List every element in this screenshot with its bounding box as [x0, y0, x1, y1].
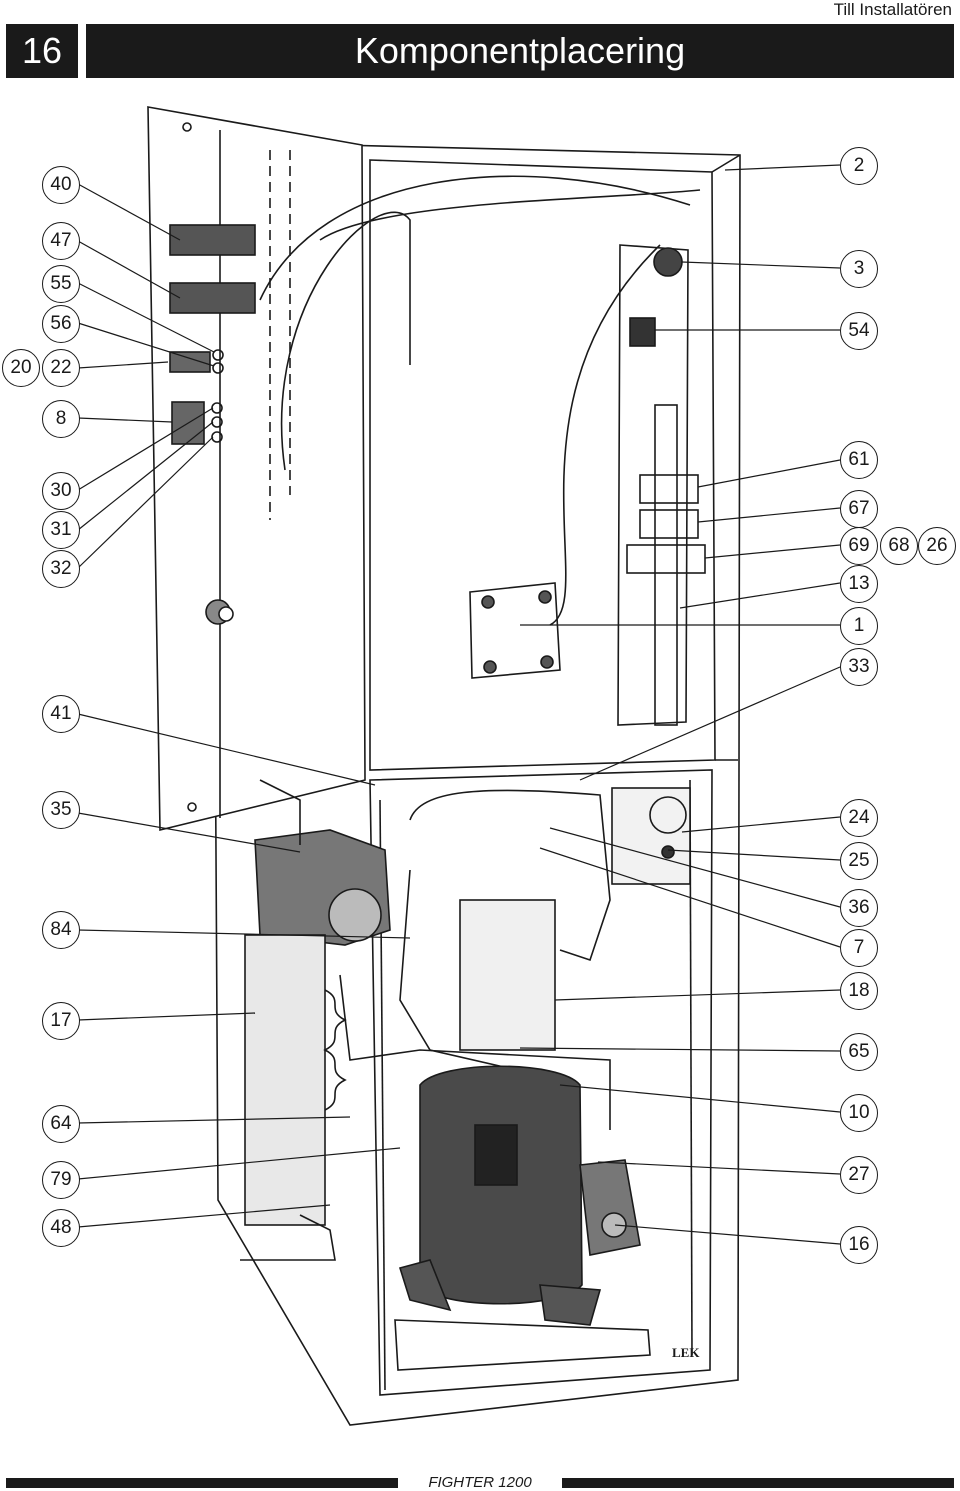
callout-30: 30 [42, 472, 80, 510]
page-number: 16 [6, 24, 78, 78]
main-switch [629, 317, 656, 347]
footer-rule-left [6, 1478, 398, 1488]
audience-label: Till Installatören [833, 0, 952, 19]
callout-25: 25 [840, 842, 878, 880]
callout-36: 36 [840, 889, 878, 927]
callout-69: 69 [840, 527, 878, 565]
callout-84: 84 [42, 911, 80, 949]
switch-block-1 [169, 351, 211, 373]
callout-41: 41 [42, 695, 80, 733]
control-box [611, 787, 691, 885]
callout-47: 47 [42, 222, 80, 260]
callout-2: 2 [840, 147, 878, 185]
callout-40: 40 [42, 166, 80, 204]
callout-27: 27 [840, 1156, 878, 1194]
callout-20: 20 [2, 349, 40, 387]
callout-65: 65 [840, 1033, 878, 1071]
callout-55: 55 [42, 265, 80, 303]
callout-26: 26 [918, 527, 956, 565]
callout-1: 1 [840, 607, 878, 645]
callout-67: 67 [840, 490, 878, 528]
brine-pump [579, 1159, 641, 1256]
callout-33: 33 [840, 648, 878, 686]
callout-54: 54 [840, 312, 878, 350]
callout-35: 35 [42, 791, 80, 829]
brand-mark: LEK [672, 1345, 700, 1360]
heat-exchanger [244, 934, 326, 1226]
indicator-lamp [653, 247, 683, 277]
callout-64: 64 [42, 1105, 80, 1143]
callout-48: 48 [42, 1209, 80, 1247]
relay-module-2 [169, 282, 256, 314]
product-name: FIGHTER 1200 [428, 1474, 532, 1491]
callout-16: 16 [840, 1226, 878, 1264]
callout-68: 68 [880, 527, 918, 565]
relay-module-1 [169, 224, 256, 256]
callout-17: 17 [42, 1002, 80, 1040]
callout-22: 22 [42, 349, 80, 387]
callout-3: 3 [840, 250, 878, 288]
footer-rule-right [562, 1478, 954, 1488]
callout-13: 13 [840, 565, 878, 603]
callout-32: 32 [42, 550, 80, 588]
callout-31: 31 [42, 511, 80, 549]
callout-24: 24 [840, 799, 878, 837]
callout-10: 10 [840, 1094, 878, 1132]
callout-56: 56 [42, 305, 80, 343]
callout-61: 61 [840, 441, 878, 479]
callout-18: 18 [840, 972, 878, 1010]
callout-7: 7 [840, 929, 878, 967]
page-title: Komponentplacering [86, 24, 954, 78]
callout-79: 79 [42, 1161, 80, 1199]
callout-8: 8 [42, 400, 80, 438]
